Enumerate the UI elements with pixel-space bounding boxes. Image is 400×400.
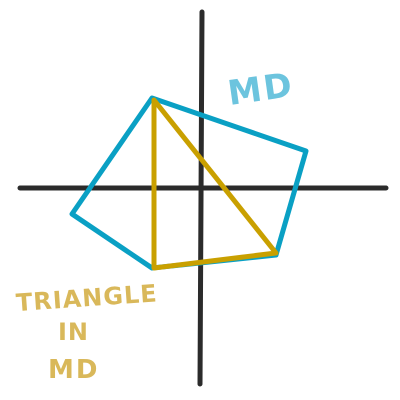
- triangle-label-line2: IN: [58, 318, 89, 346]
- vertical-axis: [197, 9, 205, 387]
- triangle-label-line3: MD: [48, 355, 99, 385]
- triangle-in-md: [151, 97, 279, 271]
- polygon-label: MD: [225, 65, 296, 114]
